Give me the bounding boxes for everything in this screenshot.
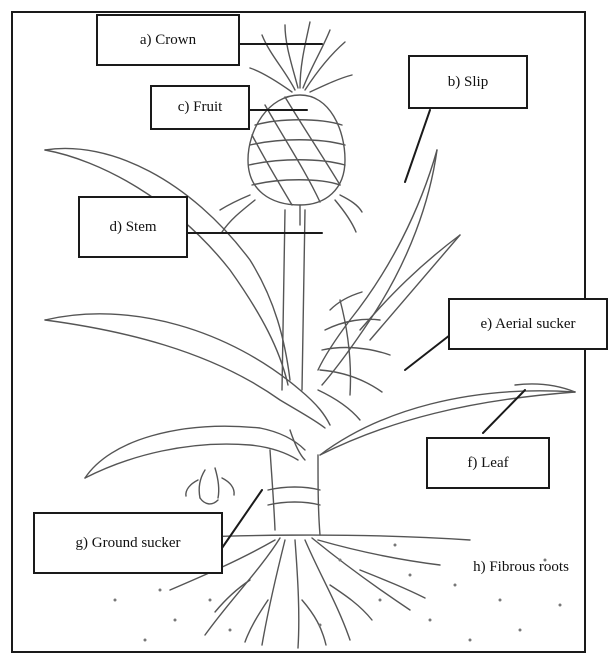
- base-sketch: [268, 430, 320, 535]
- label-ground-sucker: g) Ground sucker: [33, 512, 223, 574]
- bract-sketch: [220, 195, 362, 232]
- label-crown: a) Crown: [96, 14, 240, 66]
- label-stem: d) Stem: [78, 196, 188, 258]
- aerial-sucker-sketch: [318, 292, 390, 420]
- label-fibrous-roots: h) Fibrous roots: [436, 545, 606, 589]
- stem-sketch: [282, 210, 305, 390]
- leader-line-slip: [405, 110, 430, 182]
- ground-sucker-sketch: [186, 468, 234, 504]
- crown-sketch: [250, 22, 352, 92]
- label-aerial-sucker: e) Aerial sucker: [448, 298, 608, 350]
- left-middle-leaf-sketch: [45, 314, 330, 428]
- label-slip: b) Slip: [408, 55, 528, 109]
- fruit-sketch: [248, 95, 345, 205]
- left-upper-leaf-sketch: [45, 148, 290, 385]
- leader-line-ground-sucker: [222, 490, 262, 548]
- label-leaf: f) Leaf: [426, 437, 550, 489]
- leader-line-leaf: [483, 390, 525, 433]
- leader-line-aerial-sucker: [405, 335, 450, 370]
- label-fruit: c) Fruit: [150, 85, 250, 130]
